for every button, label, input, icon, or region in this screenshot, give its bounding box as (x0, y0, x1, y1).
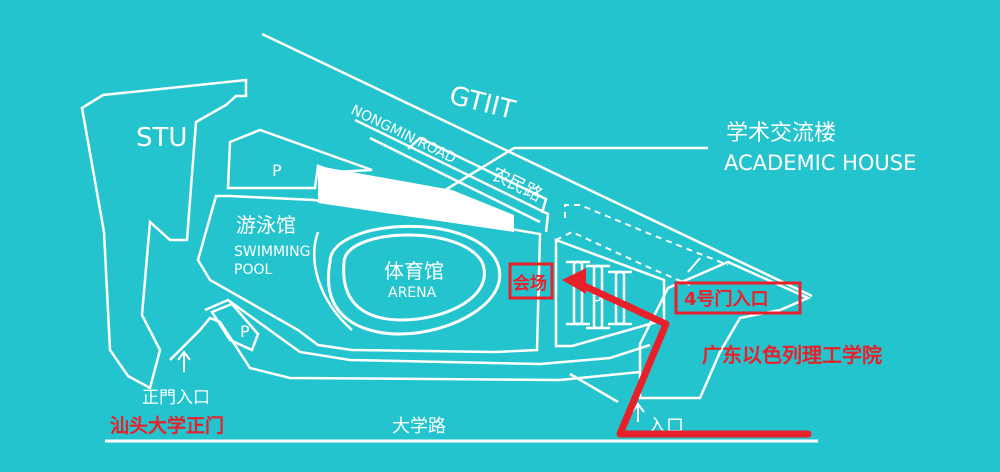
swimming-pool-en-label-2: POOL (234, 262, 272, 278)
main-gate-entrance-label: 正門入口 (142, 388, 210, 408)
academic-house-en-label: ACADEMIC HOUSE (724, 151, 916, 175)
south-road-upper (204, 298, 651, 366)
swimming-pool-en-label-1: SWIMMING (234, 244, 310, 260)
gtiit-boundary-road (261, 32, 813, 298)
swimming-pool-cn-label: 游泳馆 (236, 213, 296, 237)
south-road-lower (169, 316, 641, 382)
arena-en-label: ARENA (388, 285, 437, 301)
dashed-path-inner (555, 230, 691, 286)
route-arrow-icon (562, 268, 586, 294)
stu-label: STU (136, 123, 187, 153)
arena-track-outer (327, 224, 502, 336)
main-gate-arrow-icon (177, 350, 191, 372)
parking-southeast (554, 238, 666, 348)
parking-southeast-label: P (592, 291, 602, 310)
nongmin-road-outline (354, 118, 550, 233)
nongmin-road-en-label: NONGMIN ROAD (348, 102, 458, 167)
dashed-path-east (564, 204, 729, 266)
gtiit-label: GTIIT (446, 81, 518, 126)
dashed-arrow (687, 257, 701, 273)
parking-south (210, 302, 260, 352)
arena-track-inner (342, 233, 486, 322)
gate4-label: 4号门入口 (684, 288, 769, 310)
nongmin-road-inner (369, 136, 541, 224)
academic-house-pointer (441, 146, 515, 194)
gate4-box (674, 281, 802, 315)
stu-block (80, 78, 248, 390)
stu-main-gate-label: 汕头大学正门 (110, 414, 224, 437)
technion-label: 广东以色列理工学院 (702, 343, 882, 367)
arena-cn-label: 体育馆 (384, 259, 444, 283)
south-road-branch (569, 372, 619, 404)
daxue-road-label: 大学路 (392, 416, 446, 437)
parking-north-label: P (272, 161, 282, 180)
nongmin-road-block (407, 136, 548, 214)
arena-curve (313, 231, 353, 331)
venue-label: 会场 (513, 273, 547, 294)
academic-house-building (318, 166, 514, 232)
parking-south-label: P (240, 322, 250, 341)
route-to-venue (576, 280, 812, 438)
academic-house-cn-label: 学术交流楼 (726, 121, 836, 146)
venue-box (508, 262, 554, 300)
